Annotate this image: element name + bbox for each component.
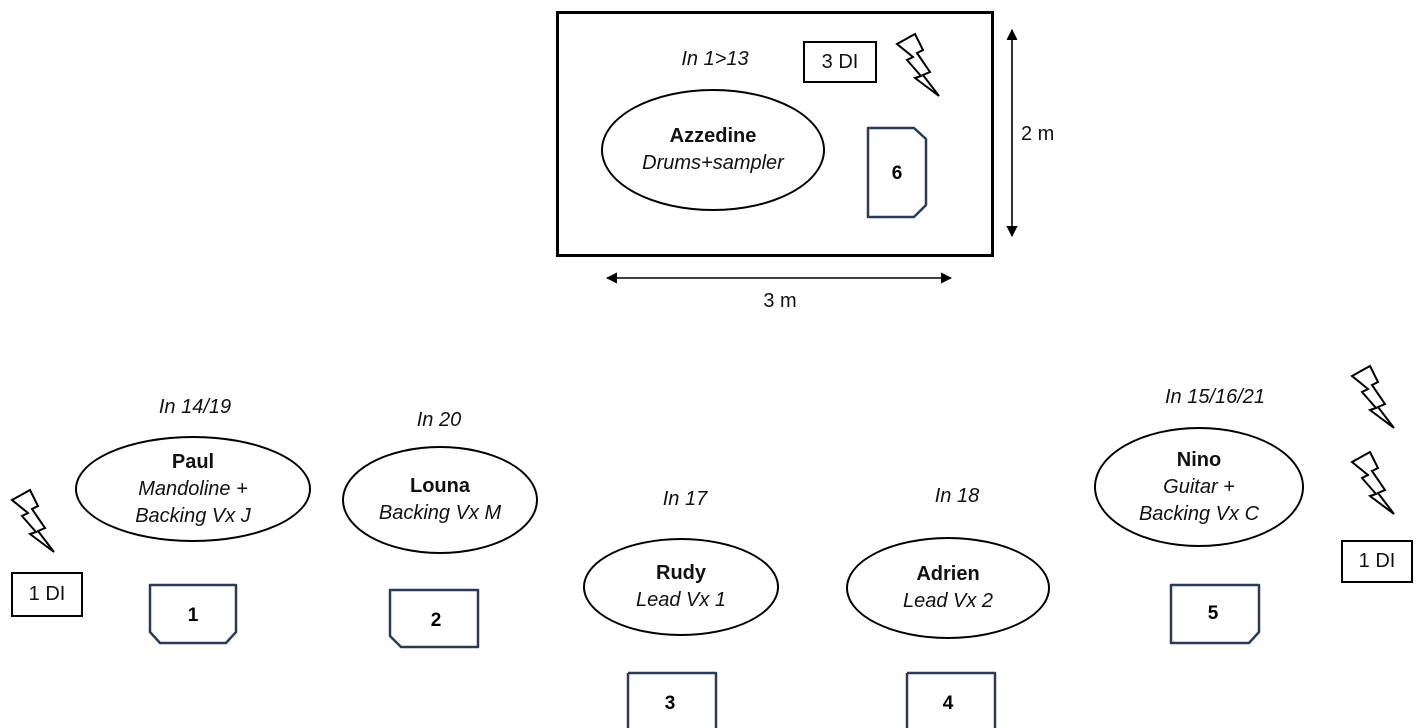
musician-name: Nino xyxy=(1176,448,1222,471)
wedge-number: 5 xyxy=(1208,603,1219,624)
musician-rudy: Rudy Lead Vx 1 xyxy=(583,538,779,636)
nino-input-label: In 15/16/21 xyxy=(1164,386,1266,408)
wedge-number: 3 xyxy=(665,693,676,714)
musician-adrien: Adrien Lead Vx 2 xyxy=(846,537,1050,639)
wedge-monitor-icon: 3 xyxy=(626,671,718,728)
musician-nino: Nino Guitar + Backing Vx C xyxy=(1094,427,1304,547)
musician-name: Azzedine xyxy=(669,125,757,147)
musician-role-line1: Lead Vx 1 xyxy=(635,589,727,611)
adrien-input-label: In 18 xyxy=(934,485,980,507)
wedge-monitor-icon: 6 xyxy=(866,126,928,219)
wedge-monitor-icon: 5 xyxy=(1169,583,1261,645)
riser-depth-label: 2 m xyxy=(1021,123,1055,145)
musician-paul: Paul Mandoline + Backing Vx J xyxy=(75,436,311,542)
lightning-bolt-icon xyxy=(11,489,55,553)
paul-input-label: In 14/19 xyxy=(158,396,232,418)
wedge-number: 2 xyxy=(431,610,442,631)
musician-role-line2: Backing Vx C xyxy=(1138,502,1260,525)
musician-role-line1: Backing Vx M xyxy=(378,502,502,524)
louna-input-label: In 20 xyxy=(416,409,462,431)
wedge-number: 6 xyxy=(892,163,903,184)
musician-role: Drums+sampler xyxy=(642,152,784,174)
musician-role-line2: Backing Vx J xyxy=(135,504,251,527)
riser-width-label: 3 m xyxy=(763,290,797,312)
wedge-monitor-icon: 4 xyxy=(905,671,997,728)
musician-azzedine: Azzedine Drums+sampler xyxy=(601,89,825,211)
musician-role-line1: Mandoline + xyxy=(138,477,248,500)
wedge-number: 4 xyxy=(943,693,954,714)
lightning-bolt-icon xyxy=(896,33,940,97)
musician-name: Adrien xyxy=(916,563,980,585)
rudy-input-label: In 17 xyxy=(662,488,708,510)
wedge-number: 1 xyxy=(188,605,199,626)
di-box-left: 1 DI xyxy=(11,572,83,617)
musician-name: Louna xyxy=(410,475,470,497)
musician-louna: Louna Backing Vx M xyxy=(342,446,538,554)
lightning-bolt-icon xyxy=(1351,365,1395,429)
musician-role-line1: Lead Vx 2 xyxy=(902,590,994,612)
wedge-monitor-icon: 1 xyxy=(148,583,238,645)
lightning-bolt-icon xyxy=(1351,451,1395,515)
wedge-monitor-icon: 2 xyxy=(388,588,480,649)
musician-name: Paul xyxy=(171,450,215,473)
drum-riser xyxy=(556,11,994,257)
musician-name: Rudy xyxy=(656,562,706,584)
riser-input-label: In 1>13 xyxy=(681,48,749,70)
musician-role-line1: Guitar + xyxy=(1163,475,1235,498)
riser-di-box: 3 DI xyxy=(803,41,877,83)
di-box-right: 1 DI xyxy=(1341,540,1413,583)
